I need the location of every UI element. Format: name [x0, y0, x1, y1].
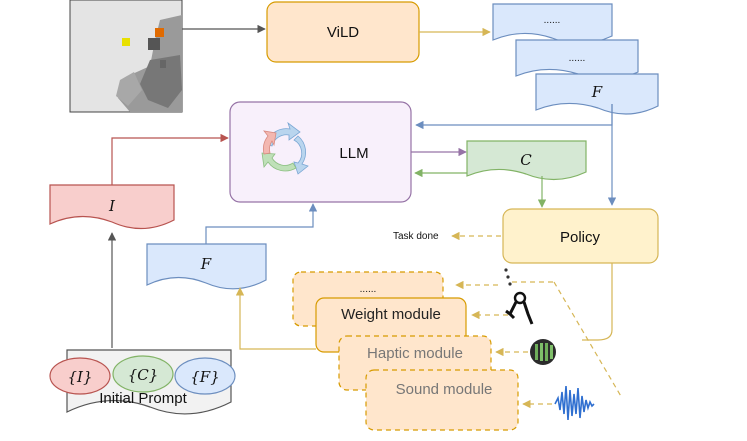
prompt-code-label: {C}: [128, 366, 159, 384]
policy-box: Policy: [502, 208, 659, 264]
module-placeholder-dots: ......: [360, 284, 377, 295]
prompt-instruction-label: {I}: [67, 368, 92, 386]
weight-module-label: Weight module: [341, 306, 441, 323]
bracket-diagonal: [553, 281, 623, 399]
module-stack: ...... Weight module Haptic module Sound…: [292, 271, 519, 431]
arrow-policy-to-modules: [582, 263, 613, 341]
feedback-doc-left-label: F: [200, 255, 212, 273]
initial-prompt-doc: {I} {C} {F} Initial Prompt: [49, 349, 236, 415]
llm-label: LLM: [339, 145, 368, 162]
robot-gripper-icon: [505, 291, 534, 325]
feedback-doc-3-f: F: [591, 83, 603, 101]
sound-module-label: Sound module: [396, 381, 493, 398]
vertical-dots-icon: [504, 268, 512, 286]
arrow-modules-to-feedback: [235, 287, 316, 350]
haptic-sensor-icon: [530, 339, 556, 365]
sound-module-box: [365, 369, 519, 431]
prompt-feedback-label: {F}: [190, 368, 220, 386]
prompt-feedback-ellipse: [174, 357, 236, 395]
initial-prompt-label: Initial Prompt: [99, 390, 187, 407]
instruction-doc: I: [49, 184, 175, 230]
scene-image: [69, 0, 183, 113]
prompt-instruction-ellipse: [49, 357, 111, 395]
arrow-feedback-left-to-llm: [205, 203, 318, 244]
llm-box: LLM: [229, 101, 412, 203]
arrow-feedback-to-llm: [415, 104, 613, 130]
cycle-icon: [261, 121, 309, 175]
instruction-doc-label: I: [108, 197, 116, 215]
feedback-doc-left: F: [146, 243, 267, 290]
arrow-instruction-to-llm: [111, 133, 229, 185]
feedback-doc-1: [492, 3, 613, 45]
haptic-module-label: Haptic module: [367, 345, 463, 362]
vild-label: ViLD: [327, 24, 359, 41]
feedback-doc-stack: ...... ...... F: [492, 3, 659, 115]
code-doc: C: [466, 140, 587, 181]
code-doc-label: C: [520, 151, 532, 169]
feedback-doc-1-dots: ......: [544, 15, 561, 26]
prompt-code-ellipse: [112, 355, 174, 393]
task-done-label: Task done: [393, 231, 439, 242]
feedback-doc-2-dots: ......: [569, 53, 586, 64]
feedback-doc-3: [535, 73, 659, 115]
vild-box: ViLD: [266, 1, 420, 63]
sound-waveform-icon: [554, 385, 595, 421]
policy-label: Policy: [560, 229, 601, 246]
